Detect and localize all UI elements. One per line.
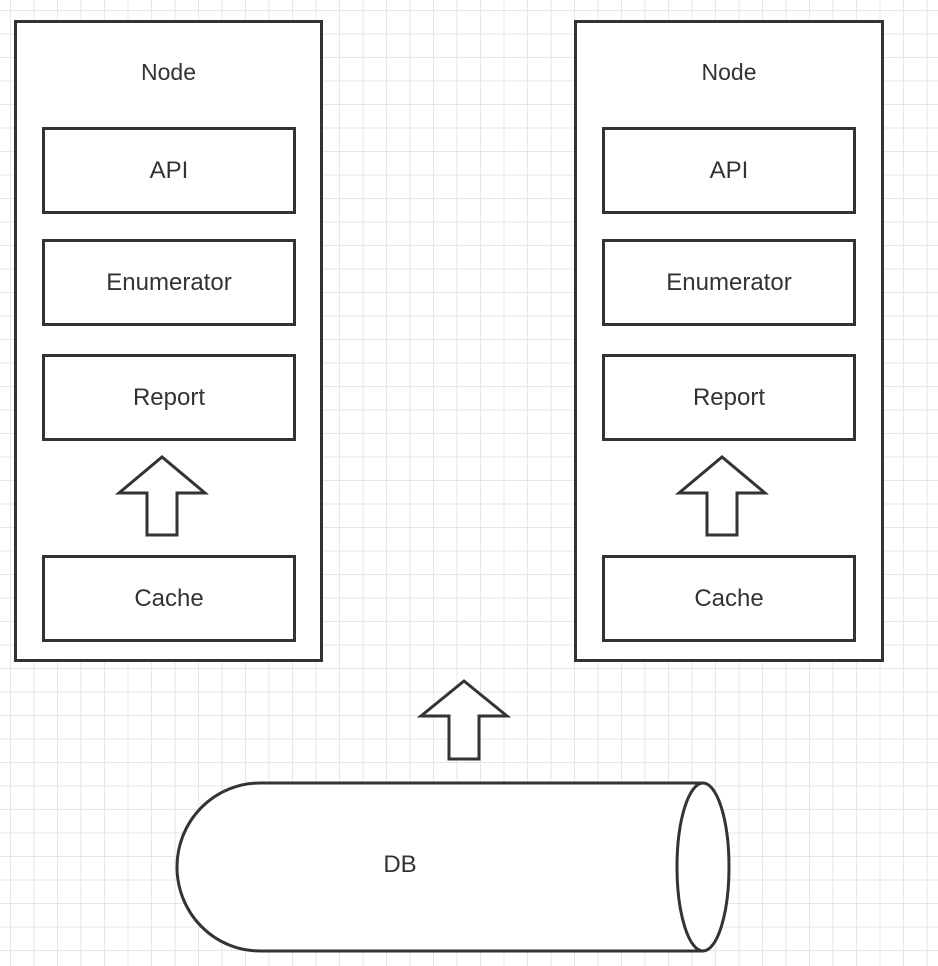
node-left-title: Node bbox=[141, 59, 196, 85]
node-right-enumerator-label: Enumerator bbox=[666, 268, 792, 296]
node-right-api-label: API bbox=[709, 156, 749, 184]
node-left-enumerator-box[interactable]: Enumerator bbox=[42, 239, 296, 326]
node-left-cache-box[interactable]: Cache bbox=[42, 555, 296, 642]
node-right-enumerator-box[interactable]: Enumerator bbox=[602, 239, 856, 326]
node-right-cache-label: Cache bbox=[694, 584, 764, 612]
up-arrow-icon bbox=[416, 679, 512, 761]
node-left-report-label: Report bbox=[132, 383, 206, 411]
node-right-report-box[interactable]: Report bbox=[602, 354, 856, 441]
node-right-title: Node bbox=[701, 59, 757, 85]
node-left-enumerator-label: Enumerator bbox=[106, 268, 232, 296]
node-left-report-box[interactable]: Report bbox=[42, 354, 296, 441]
node-left-cache-label: Cache bbox=[134, 584, 204, 612]
node-left-api-label: API bbox=[149, 156, 189, 184]
node-right-cache-box[interactable]: Cache bbox=[602, 555, 856, 642]
node-right-report-label: Report bbox=[692, 383, 766, 411]
node-left-api-box[interactable]: API bbox=[42, 127, 296, 214]
node-right-api-box[interactable]: API bbox=[602, 127, 856, 214]
database-label: DB bbox=[383, 851, 417, 878]
